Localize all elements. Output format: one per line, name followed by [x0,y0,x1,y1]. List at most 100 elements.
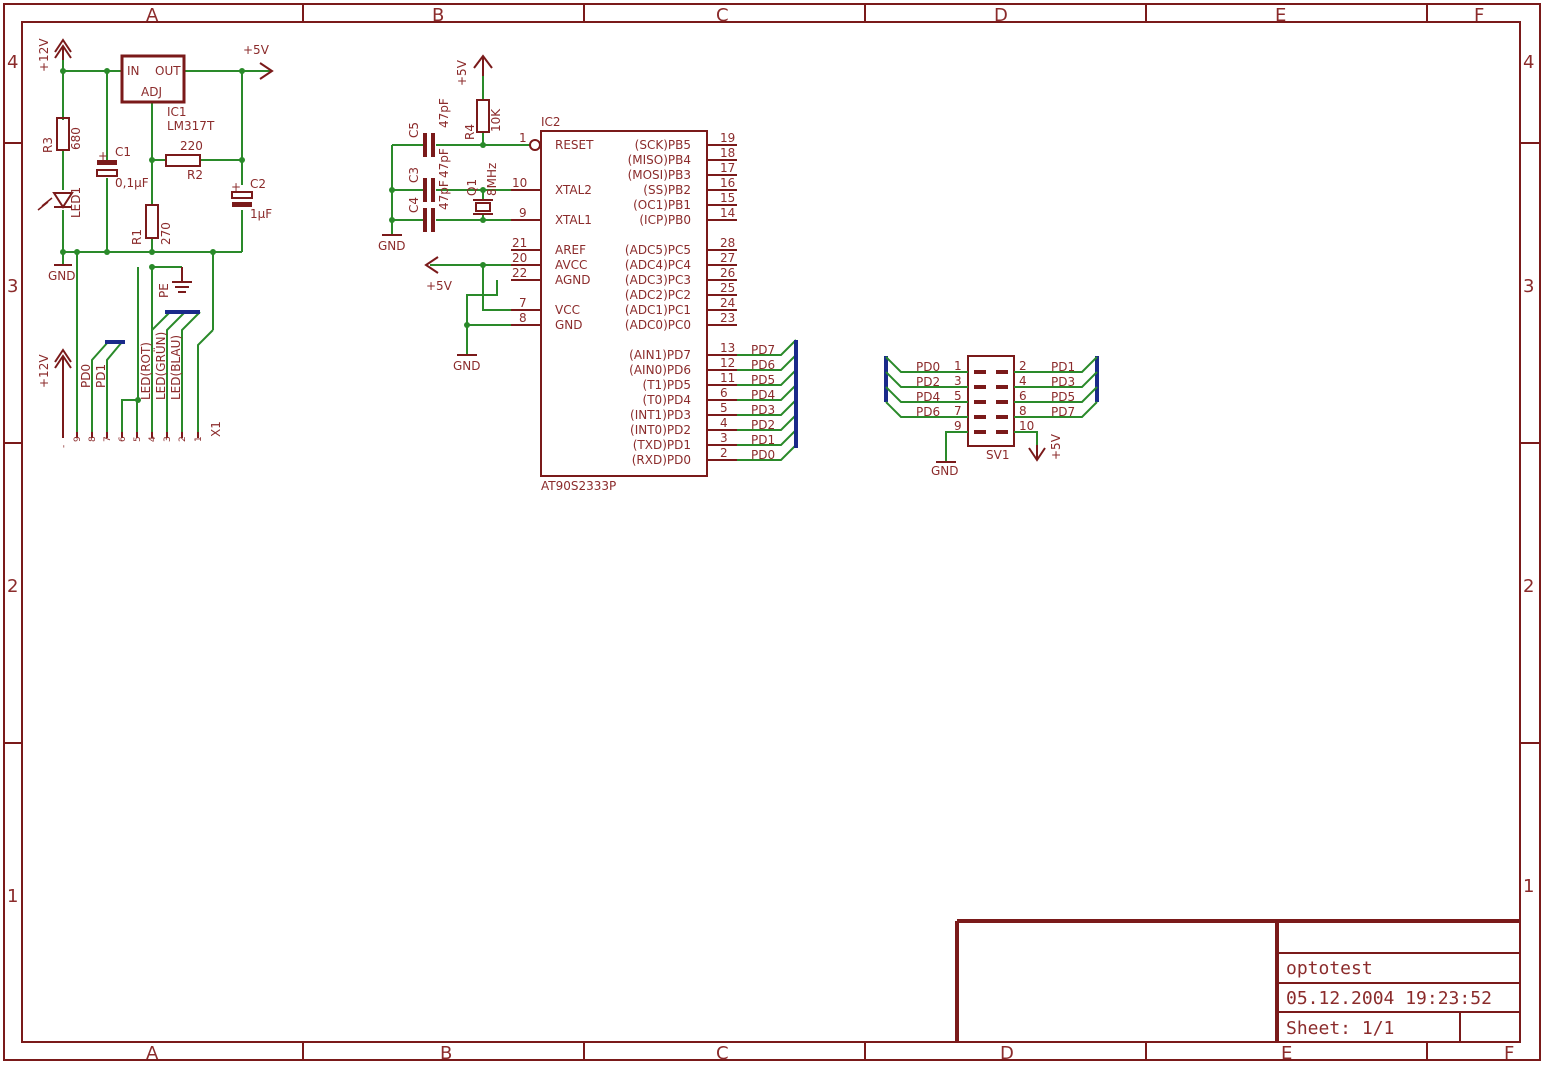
mcu-right-pin-name: (INT1)PD3 [630,408,691,422]
sv1-left-net: PD0 [916,360,940,374]
resistor-r2 [165,154,201,167]
mcu-net-label: PD2 [751,418,775,432]
mcu-right-pin-name: (ADC0)PC0 [625,318,691,332]
mcu-left-4-name: AVCC [555,258,587,272]
col-label-bottom-b: B [440,1043,452,1064]
sv1-right-pin-num: 4 [1019,374,1027,388]
q1-value: 8MHz [485,163,499,196]
mcu-right-pin-name: (OC1)PB1 [633,198,691,212]
c3-value: 47pF [437,148,451,178]
mcu-net-label: PD6 [751,358,775,372]
mcu-right-pin-name: (ICP)PB0 [639,213,691,227]
sv1-left-net: PD4 [916,390,940,404]
c4-name: C4 [407,197,421,213]
mcu-right-pin-name: (T1)PD5 [643,378,691,392]
x1-pin-8: 2 [178,436,188,442]
mcu-net-wire [737,354,797,371]
reg-value: LM317T [167,119,215,133]
r1-value: 270 [159,222,173,245]
gnd-label-mcu: GND [453,359,481,373]
resistor-r3 [56,117,70,151]
gnd-label-reg: GND [48,269,76,283]
sv1-pin-contact [974,400,986,404]
x1-label-led-blau: LED(BLAU) [169,335,183,400]
mcu-right-pin-num: 25 [720,281,735,295]
sv1-pin-contact [996,430,1008,434]
sv1-net-wire [1014,386,1098,403]
mcu-left-6-name: VCC [555,303,580,317]
mcu-left-0-num: 1 [519,131,527,145]
sv1-right-pin-num: 6 [1019,389,1027,403]
col-label-bottom-a: A [146,1043,159,1064]
mcu-right-pin-num: 3 [720,431,728,445]
crystal-q1 [475,202,491,212]
earth-icon [172,267,192,293]
mcu-right-pin-name: (MISO)PB4 [628,153,691,167]
sv1-name: SV1 [986,448,1009,462]
v5-arrow-icon-r4 [473,54,493,76]
mcu-value: AT90S2333P [541,479,616,493]
sv1-pin-contact [996,370,1008,374]
capacitor-c5 [423,133,435,157]
mcu-right-pin-num: 28 [720,236,735,250]
x1-name: X1 [209,421,223,437]
mcu-net-label: PD4 [751,388,775,402]
gnd-label-osc: GND [378,239,406,253]
mcu-left-2-name: XTAL1 [555,213,592,227]
sv1-net-wire [1014,401,1098,418]
row-label-right-2: 2 [1523,576,1534,597]
mcu-net-wire [737,369,797,386]
c3-name: C3 [407,167,421,183]
c5-value: 47pF [437,98,451,128]
c5-name: C5 [407,122,421,138]
c2-value: 1µF [250,207,272,221]
power-supply: +12V +5V IN OUT ADJ IC1 LM317T R3 680 LE… [37,38,274,432]
col-label-top-c: C [716,5,729,26]
mcu-body [540,130,708,477]
mcu-right-pin-num: 11 [720,371,735,385]
title-block: optotest 05.12.2004 19:23:52 Sheet: 1/1 [955,919,1520,1042]
mcu-left-0-name: RESET [555,138,594,152]
mcu-left-2-num: 9 [519,206,527,220]
v12-arrow-icon-x1 [54,348,72,432]
c4-value: 47pF [437,180,451,210]
mcu-right-pin-name: (ADC5)PC5 [625,243,691,257]
sv1-left-net: PD6 [916,405,940,419]
mcu-net-wire [737,399,797,416]
x1-label-pd1: PD1 [94,364,108,388]
sv1-left-pin-num: 7 [954,404,962,418]
q1-name: Q1 [465,179,479,196]
mcu-net-label: PD7 [751,343,775,357]
mcu-left-6-num: 7 [519,296,527,310]
mcu-right-pin-num: 6 [720,386,728,400]
mcu-net-label: PD0 [751,448,775,462]
r3-value: 680 [69,127,83,150]
capacitor-c1 [97,160,117,165]
capacitor-c3 [423,178,435,202]
sv1-pin-contact [996,415,1008,419]
x1-pin-6: 4 [148,436,158,442]
mcu-right-pin-num: 26 [720,266,735,280]
mcu-right-pin-num: 24 [720,296,735,310]
mcu-left-1-num: 10 [512,176,527,190]
capacitor-c2 [231,191,253,199]
sv1-net-wire [885,386,968,403]
gnd-label-sv1: GND [931,464,959,478]
mcu-right-pin-num: 4 [720,416,728,430]
mcu-ic2: IC2 AT90S2333P +5V GND 1 RESET 10 XTAL2 … [424,115,798,493]
mcu-net-wire [737,384,797,401]
col-label-top-b: B [432,5,444,26]
mcu-net-label: PD5 [751,373,775,387]
r2-value: 220 [180,139,203,153]
col-label-top-d: D [994,5,1008,26]
led1-name: LED1 [69,187,83,218]
x1-pin-9: 1 [194,436,204,442]
sv1-right-pin-num: 2 [1019,359,1027,373]
mcu-net-wire [737,429,797,446]
led1-icon [52,192,74,209]
row-label-left-4: 4 [7,52,18,73]
mcu-left-7-num: 8 [519,311,527,325]
sv1-pin-contact [974,385,986,389]
sv1-net-wire [885,356,968,373]
